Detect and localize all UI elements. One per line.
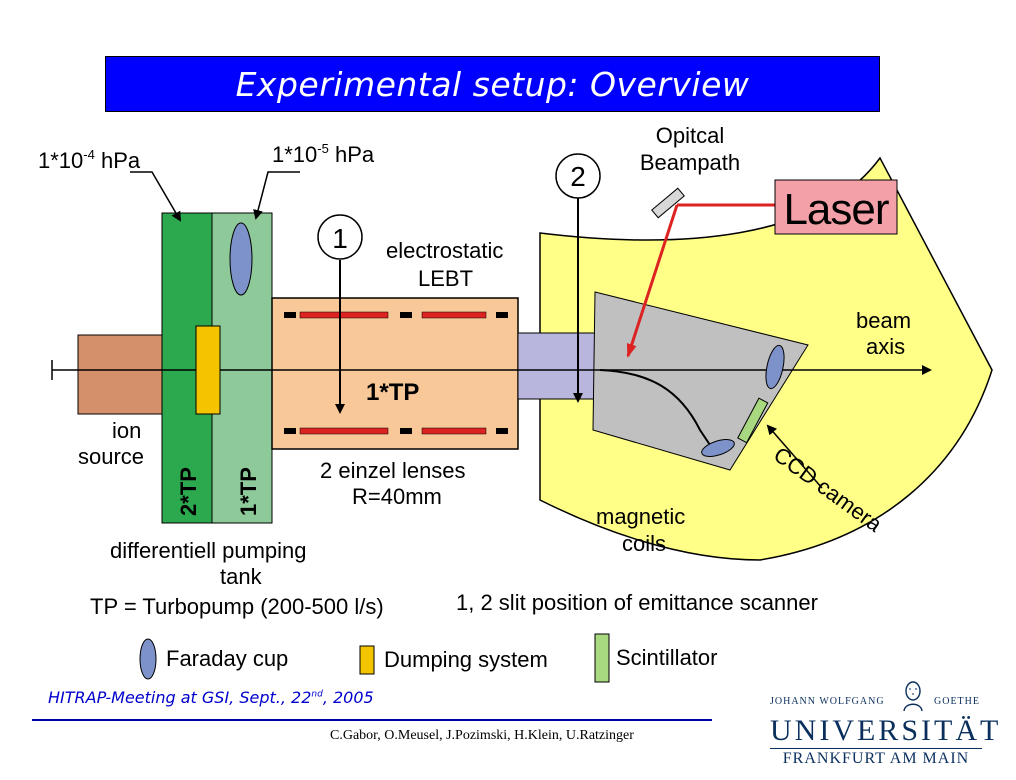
pressure-1-arrow xyxy=(130,171,182,222)
logo-top-right: GOETHE xyxy=(934,696,980,707)
einzel-lenses-label-1: 2 einzel lenses xyxy=(320,458,466,483)
lebt-turbopump-label: 1*TP xyxy=(366,379,419,406)
turbopump-definition: TP = Turbopump (200-500 l/s) xyxy=(90,594,384,619)
einzel-lens-bottom-left xyxy=(299,427,389,435)
beam-axis-label-1: beam xyxy=(856,308,911,333)
einzel-lens-top-left xyxy=(299,311,389,319)
lebt-label-1: electrostatic xyxy=(386,238,503,263)
tank-label-2: tank xyxy=(220,564,263,589)
faraday-cup-detector-lower xyxy=(701,439,735,457)
faraday-cup-tank xyxy=(229,222,253,296)
legend-faraday-label: Faraday cup xyxy=(166,646,288,671)
footer-divider xyxy=(32,719,712,721)
beam-pipe xyxy=(517,332,597,400)
pressure-1-label: 1*10-4 hPa xyxy=(38,147,141,173)
ccd-camera-arrow xyxy=(766,424,823,489)
lebt-label-2: LEBT xyxy=(418,266,473,291)
logo-top-line: JOHANN WOLFGANG GOETHE xyxy=(770,696,982,707)
logo-city: FRANKFURT AM MAIN xyxy=(782,750,970,767)
legend-dumping-swatch xyxy=(359,645,375,675)
magnetic-coils-label-1: magnetic xyxy=(596,504,685,529)
pressure-2-label: 1*10-5 hPa xyxy=(272,141,375,167)
legend-dumping-label: Dumping system xyxy=(384,647,548,672)
university-logo: JOHANN WOLFGANG GOETHE UNIVERSITÄT FRANK… xyxy=(770,680,1002,770)
beam-axis-label-2: axis xyxy=(866,334,905,359)
einzel-lenses-label-2: R=40mm xyxy=(352,484,442,509)
laser-mirror xyxy=(651,187,685,219)
setup-diagram: Laser 1 2 1*10-4 hPa 1*10-5 hPa Opitcal … xyxy=(38,123,993,683)
einzel-electrode-top-right xyxy=(496,312,508,318)
einzel-electrode-bottom-right xyxy=(496,428,508,434)
deflected-beam xyxy=(599,369,713,449)
optical-label-2: Beampath xyxy=(640,150,740,175)
faraday-cup-detector-upper xyxy=(765,344,785,390)
einzel-electrode-bottom-left xyxy=(284,428,296,434)
pressure-2-arrow xyxy=(253,171,300,220)
title-banner: Experimental setup: Overview xyxy=(105,56,880,112)
laser-box xyxy=(774,179,898,235)
legend-scintillator-label: Scintillator xyxy=(616,645,717,670)
footer-meeting: HITRAP-Meeting at GSI, Sept., 22nd, 2005 xyxy=(48,688,374,707)
logo-university: UNIVERSITÄT xyxy=(770,714,1002,747)
legend-faraday-swatch xyxy=(139,638,157,680)
tank-label-1: differentiell pumping xyxy=(110,538,307,563)
legend-scintillator-swatch xyxy=(594,633,610,683)
slit-1-label: 1 xyxy=(332,223,348,254)
lebt-block xyxy=(271,297,519,450)
slit-2-label: 2 xyxy=(570,161,586,192)
dumping-system-tank xyxy=(195,325,221,415)
slit-definition: 1, 2 slit position of emittance scanner xyxy=(456,590,818,615)
tank-turbopump-2-label: 2*TP xyxy=(176,467,201,516)
scintillator-detector xyxy=(737,397,769,444)
tank-turbopump-1-label: 1*TP xyxy=(236,467,261,516)
laser-label: Laser xyxy=(783,185,888,234)
footer-authors: C.Gabor, O.Meusel, J.Pozimski, H.Klein, … xyxy=(330,728,634,743)
einzel-electrode-top-mid xyxy=(400,312,412,318)
slit-1-marker xyxy=(317,214,363,260)
magnetic-coils-label-2: coils xyxy=(622,531,666,556)
logo-top-left: JOHANN WOLFGANG xyxy=(770,696,885,707)
goethe-portrait-icon xyxy=(903,681,923,712)
ion-source-label-2: source xyxy=(78,444,144,469)
einzel-lens-bottom-right xyxy=(421,427,487,435)
einzel-electrode-bottom-mid xyxy=(400,428,412,434)
optical-label-1: Opitcal xyxy=(656,123,724,148)
ion-source-block xyxy=(77,334,163,415)
laser-beam-down xyxy=(626,204,679,358)
einzel-lens-top-right xyxy=(421,311,487,319)
logo-rule xyxy=(770,748,982,749)
ion-source-label-1: ion xyxy=(112,418,141,443)
slide-title: Experimental setup: Overview xyxy=(235,64,750,104)
einzel-electrode-top-left xyxy=(284,312,296,318)
